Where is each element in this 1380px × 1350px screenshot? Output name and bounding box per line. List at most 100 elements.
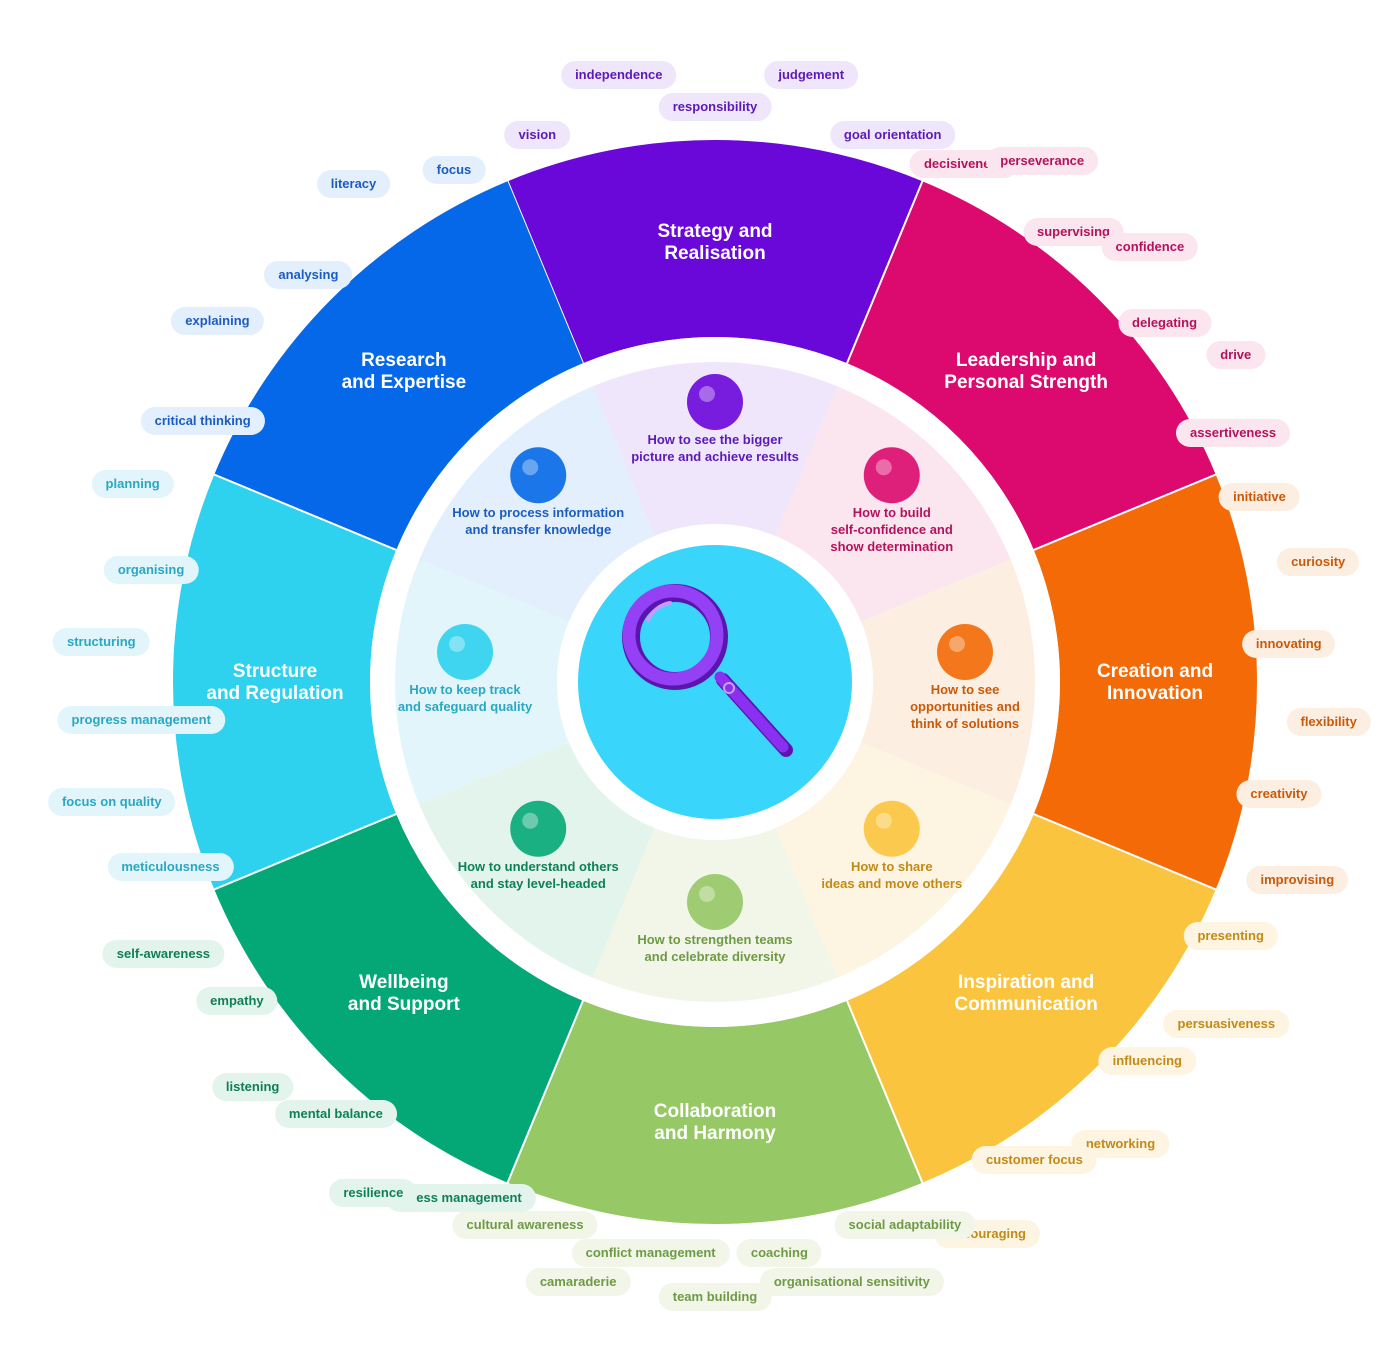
segment-creation	[1033, 474, 1257, 890]
segment-research	[214, 181, 583, 550]
segment-structure	[173, 474, 397, 890]
heart-shield-icon	[510, 800, 567, 857]
skill-pill: coaching	[736, 1239, 822, 1268]
icon-highlight	[875, 459, 892, 476]
inner-ring	[395, 362, 1035, 1002]
icon-highlight	[449, 636, 465, 652]
compass-icon	[863, 447, 920, 504]
icon-highlight	[699, 386, 715, 402]
skill-pill: independence	[561, 60, 677, 89]
skill-pill: drive	[1206, 340, 1266, 369]
skill-pill: delegating	[1118, 309, 1212, 338]
segment-collaboration	[507, 1000, 923, 1224]
icon-highlight	[875, 812, 892, 829]
skill-pill: goal orientation	[829, 121, 956, 150]
skill-pill: listening	[211, 1073, 294, 1102]
skill-pill: conflict management	[571, 1239, 730, 1268]
skill-pill: persuasiveness	[1163, 1009, 1290, 1038]
segment-divider	[1033, 466, 1233, 551]
icon-highlight	[949, 636, 965, 652]
segment-divider	[846, 1000, 931, 1200]
skill-pill: judgement	[764, 60, 859, 89]
icon-highlight	[699, 886, 715, 902]
segment-divider	[197, 813, 397, 898]
chat-puzzle-icon	[687, 874, 743, 930]
checklist-icon	[437, 624, 493, 680]
skill-pill: flexibility	[1286, 708, 1371, 737]
skill-pill: innovating	[1241, 630, 1336, 659]
skill-pill: organisational sensitivity	[759, 1267, 944, 1296]
route-map-icon	[687, 374, 743, 430]
inner-sector-creation	[860, 559, 1035, 805]
magnifying-glass-icon	[622, 584, 793, 757]
data-magnifier-icon	[510, 447, 567, 504]
skill-pill: analysing	[264, 261, 353, 290]
skill-pill: customer focus	[972, 1146, 1097, 1175]
inner-sector-research	[419, 386, 655, 622]
inner-icons	[437, 374, 993, 930]
skill-pill: focus	[422, 155, 486, 184]
skill-pill: empathy	[196, 987, 278, 1016]
skill-pill: assertiveness	[1176, 418, 1291, 447]
icon-highlight	[522, 459, 539, 476]
skill-pill: creativity	[1236, 780, 1322, 809]
skill-pill: literacy	[316, 170, 391, 199]
skill-pill: cultural awareness	[452, 1210, 598, 1239]
segment-divider	[197, 466, 397, 551]
skill-pill: critical thinking	[140, 406, 265, 435]
inner-sector-leadership	[775, 386, 1011, 622]
skill-pill: structuring	[53, 627, 150, 656]
skill-pill: organising	[103, 555, 199, 584]
skill-pill: self-awareness	[102, 940, 225, 968]
skill-pill: initiative	[1219, 483, 1300, 512]
segment-wellbeing	[214, 814, 583, 1183]
inner-sector-strategy	[592, 362, 838, 537]
skill-pill: progress management	[57, 705, 225, 734]
skill-pill: planning	[91, 470, 174, 499]
skill-pill: camaraderie	[525, 1267, 631, 1296]
skill-pill: improvising	[1246, 865, 1349, 894]
skill-pill: perseverance	[986, 147, 1099, 176]
skill-pill: confidence	[1101, 233, 1199, 262]
skill-pill: influencing	[1098, 1047, 1196, 1076]
skill-pill: focus on quality	[47, 787, 176, 816]
center-circle	[578, 545, 852, 819]
skill-pill: team building	[658, 1283, 772, 1311]
skill-pill: mental balance	[274, 1100, 397, 1129]
skill-pill: curiosity	[1277, 548, 1360, 577]
skill-pill: meticulousness	[107, 852, 234, 881]
segment-leadership	[847, 181, 1216, 550]
segment-divider	[846, 164, 931, 364]
skill-pill: social adaptability	[834, 1210, 976, 1239]
tools-icon	[937, 624, 993, 680]
skill-pill: resilience	[329, 1179, 418, 1208]
segment-strategy	[507, 140, 923, 364]
inner-sector-structure	[395, 559, 570, 805]
skill-pill: responsibility	[658, 93, 772, 121]
skill-pill: vision	[504, 121, 571, 150]
skill-pill: explaining	[171, 306, 264, 335]
icon-highlight	[522, 812, 539, 829]
skill-pill: presenting	[1183, 922, 1278, 951]
segment-divider	[1033, 813, 1233, 898]
inner-sector-inspiration	[775, 742, 1011, 978]
segment-inspiration	[847, 814, 1216, 1183]
